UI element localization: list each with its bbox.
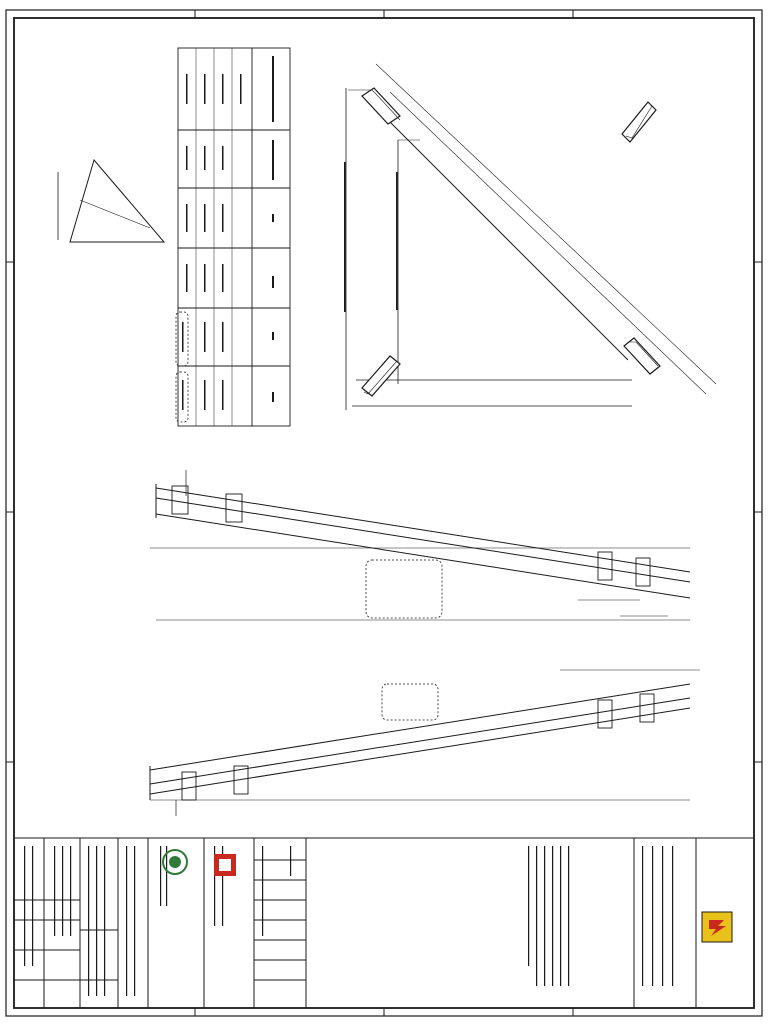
tower-base-plan-view [345,63,717,410]
plan-view-text-strokes [344,162,398,312]
tower-type-table-glyphs [182,56,274,410]
stub-elevation-lower [149,669,700,816]
title-block [13,837,755,1009]
sheet-border [5,9,763,1017]
usaha-bakti-seal [162,849,188,875]
pln-logo [701,911,733,943]
tower-type-table [175,47,291,427]
title-block-text-strokes [24,846,674,996]
hasta-prajatama-logo [214,854,236,876]
slope-diagram [57,158,166,243]
stub-elevation-upper [150,470,691,621]
